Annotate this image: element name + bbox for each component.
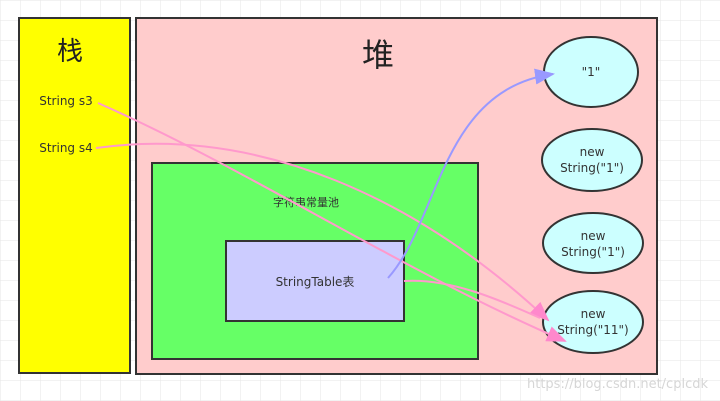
- svg-text:String("1"): String("1"): [561, 245, 625, 259]
- string-table: StringTable表: [225, 240, 405, 322]
- svg-text:new: new: [581, 307, 606, 321]
- table-label: StringTable表: [276, 275, 355, 289]
- svg-text:String("11"): String("11"): [557, 323, 628, 337]
- svg-text:new: new: [580, 145, 605, 159]
- stack-box: 栈 String s3 String s4: [18, 17, 131, 374]
- stack-var-s4: String s4: [39, 141, 93, 155]
- stack-var-s3: String s3: [39, 94, 93, 108]
- object-new-string-11: new String("11"): [542, 290, 644, 354]
- heap-title: 堆: [362, 36, 394, 74]
- object-new-string-1-a: new String("1"): [541, 128, 643, 192]
- pool-label: 字符串常量池: [273, 195, 339, 209]
- object-1-literal: "1": [543, 36, 639, 108]
- svg-text:new: new: [581, 229, 606, 243]
- arrow-s4-to-string-11: [95, 142, 550, 322]
- arrow-s3-to-string-11: [97, 102, 567, 342]
- object-new-string-1-b: new String("1"): [542, 212, 644, 274]
- arrow-table-to-string-11: [403, 279, 541, 319]
- watermark: https://blog.csdn.net/cplcdk: [527, 377, 708, 392]
- svg-text:"1": "1": [582, 65, 601, 79]
- stack-title: 栈: [57, 37, 83, 67]
- arrow-table-to-literal-1: [387, 68, 555, 279]
- svg-text:String("1"): String("1"): [560, 161, 624, 175]
